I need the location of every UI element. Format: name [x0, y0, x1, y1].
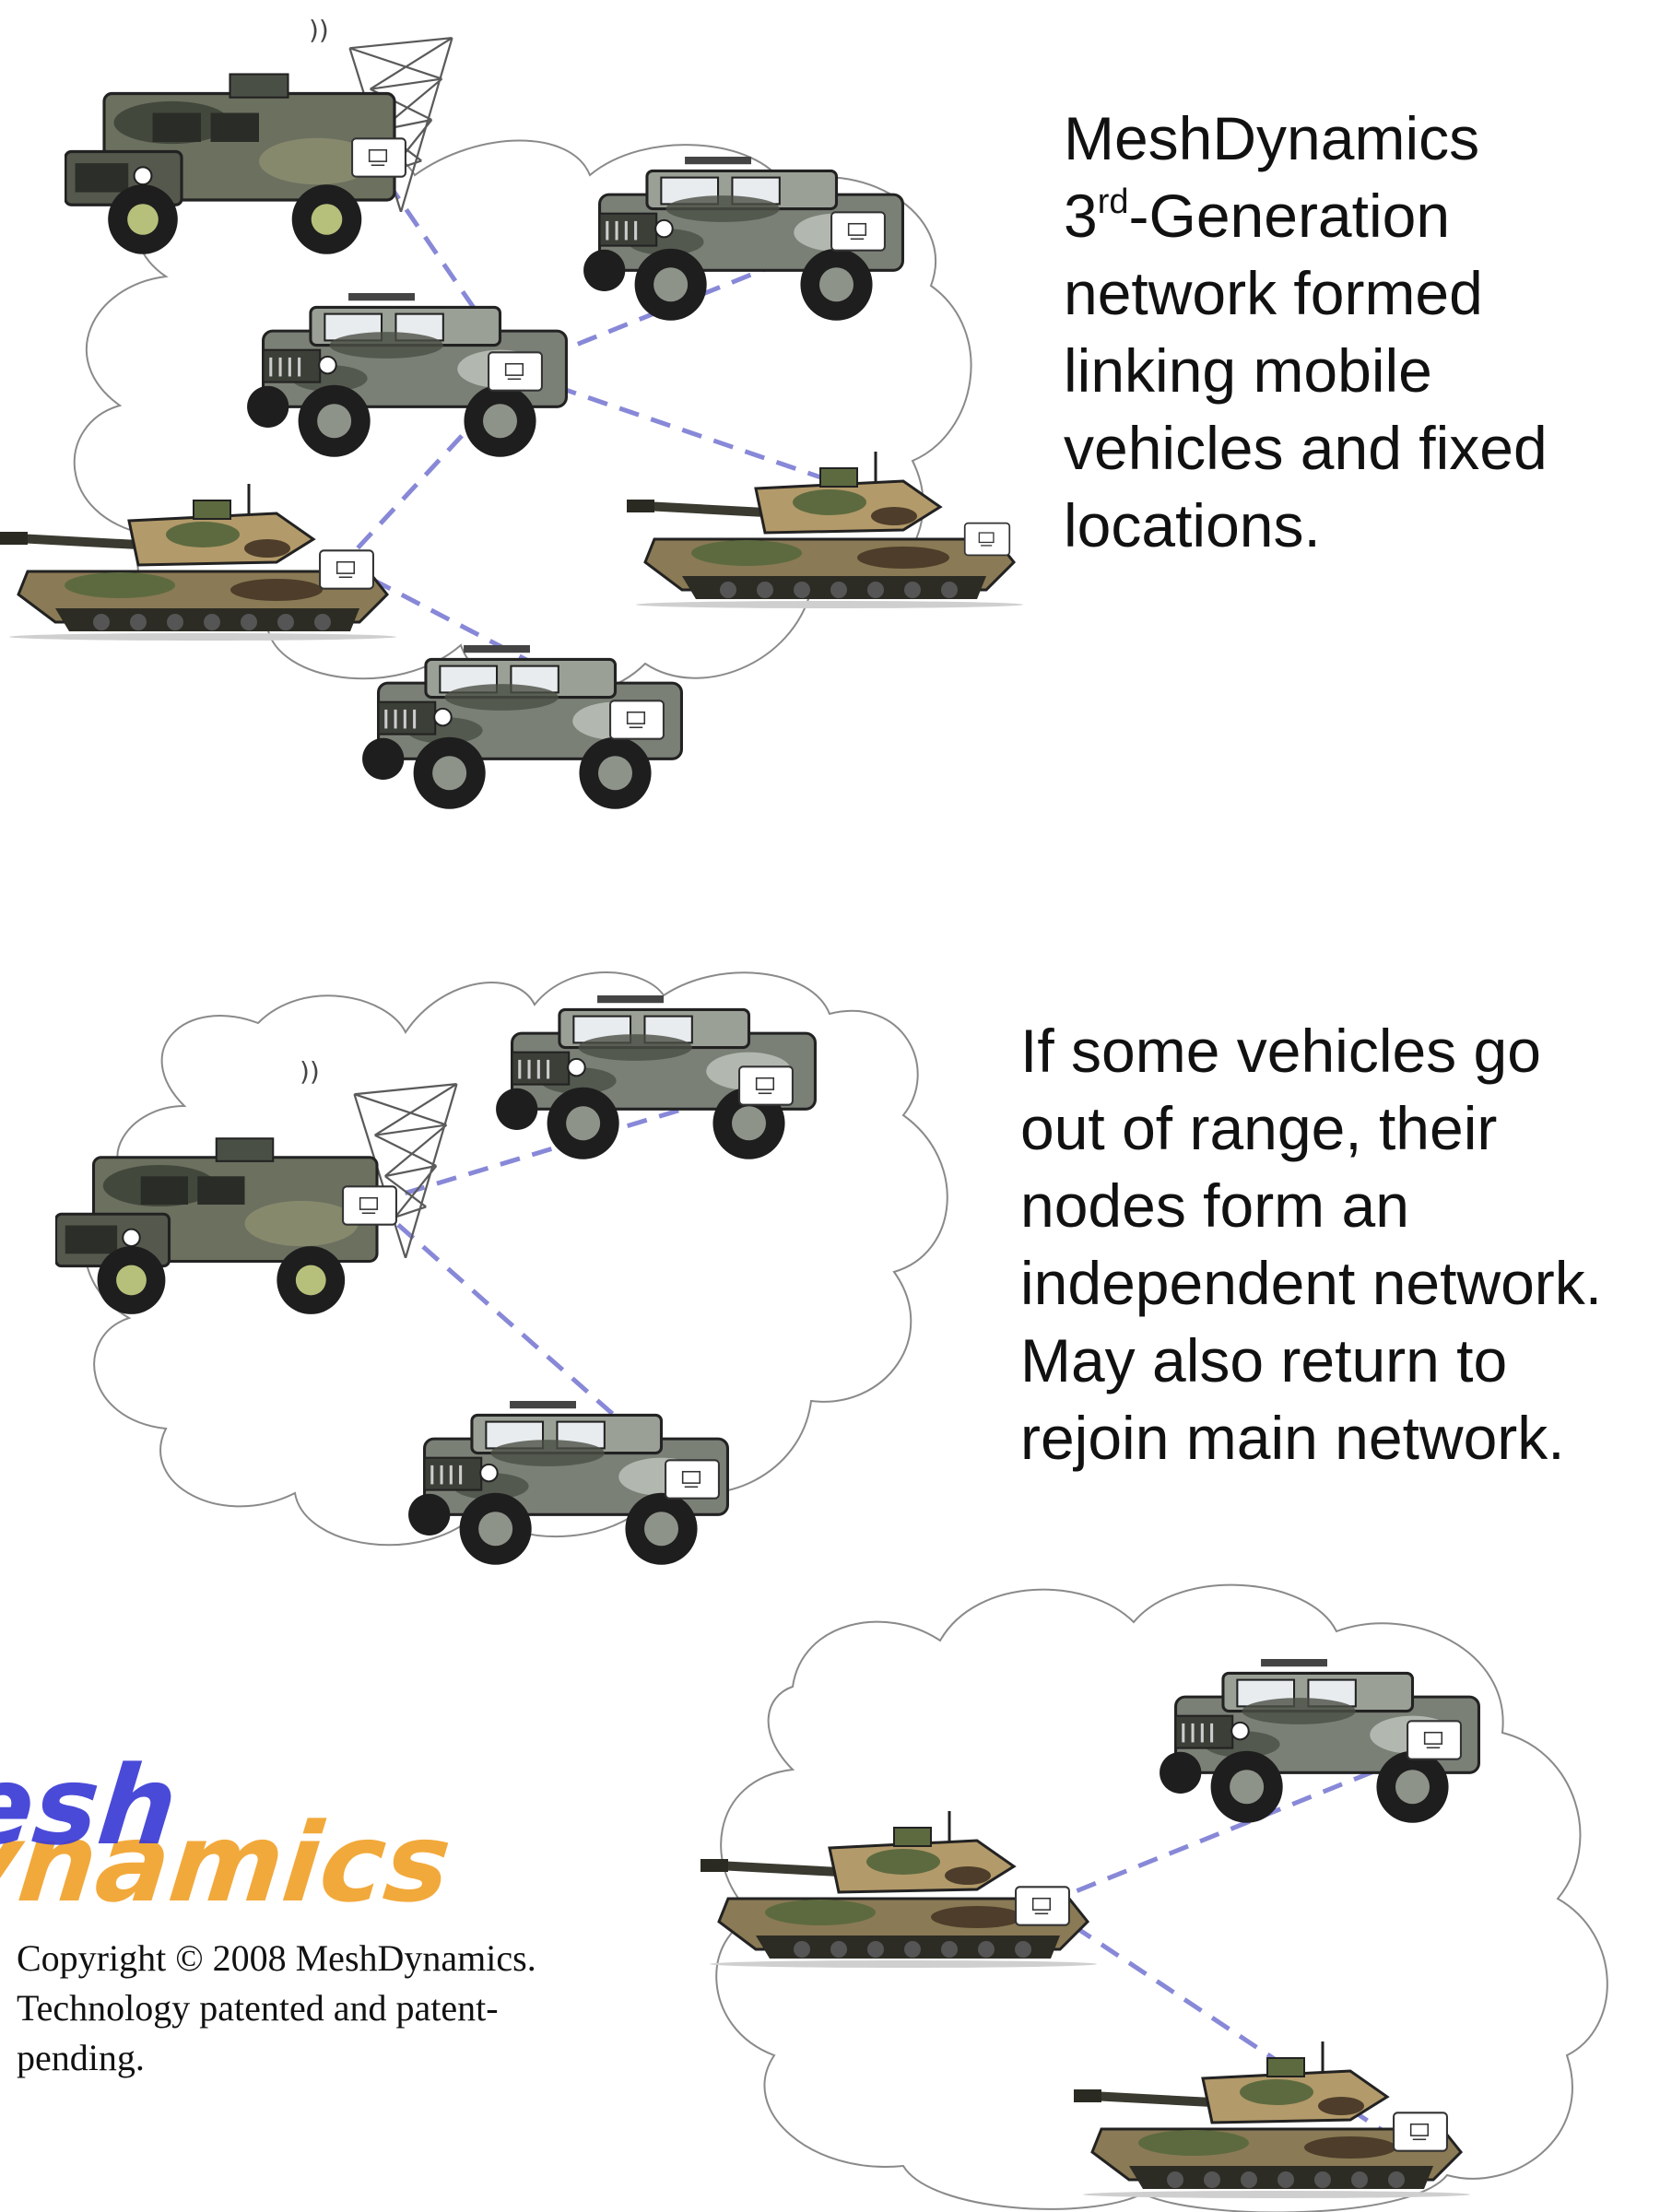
caption-line: MeshDynamics: [1064, 104, 1480, 172]
caption-line: rejoin main network.: [1020, 1404, 1565, 1472]
radio-node-icon: [738, 1065, 794, 1106]
caption-line: locations.: [1064, 491, 1321, 559]
scene-3-independent-network: [700, 1583, 1608, 2212]
caption-full-network: MeshDynamics 3rd-Generation network form…: [1064, 100, 1548, 564]
radio-node-icon: [963, 522, 1011, 557]
radio-node-icon: [319, 549, 374, 590]
cloud-outline: [84, 971, 948, 1547]
logo-word-dynamics: dynamics: [0, 1799, 456, 1926]
caption-line: independent network.: [1020, 1249, 1603, 1317]
copyright-notice: Copyright © 2008 MeshDynamics. Technolog…: [17, 1934, 536, 2083]
radio-node-icon: [830, 211, 886, 252]
scene-2-split-network: )): [55, 971, 948, 1567]
radio-node-icon: [665, 1459, 720, 1500]
command-vehicle-icon: [55, 1136, 379, 1316]
signal-icon: )): [309, 15, 329, 45]
caption-line: If some vehicles go: [1020, 1017, 1541, 1085]
command-vehicle-icon: [65, 72, 396, 256]
caption-line: vehicles and fixed: [1064, 414, 1548, 482]
radio-node-icon: [1015, 1886, 1070, 1926]
logo-word-mesh: mesh: [0, 1742, 183, 1869]
caption-split-network: If some vehicles go out of range, their …: [1020, 1012, 1602, 1477]
radio-node-icon: [351, 137, 406, 178]
radio-node-icon: [342, 1185, 397, 1226]
copyright-line: Technology patented and patent-: [17, 1987, 499, 2029]
radio-node-icon: [1393, 2112, 1448, 2152]
caption-line: 3rd-Generation: [1064, 182, 1451, 250]
radio-node-icon: [609, 700, 665, 740]
copyright-line: Copyright © 2008 MeshDynamics.: [17, 1937, 536, 1979]
cloud-outline: [715, 1583, 1608, 2212]
signal-icon: )): [300, 1056, 320, 1087]
caption-line: network formed: [1064, 259, 1483, 327]
caption-line: linking mobile: [1064, 336, 1432, 405]
radio-node-icon: [488, 351, 543, 392]
caption-line: May also return to: [1020, 1326, 1508, 1394]
copyright-line: pending.: [17, 2037, 145, 2078]
caption-line: out of range, their: [1020, 1094, 1498, 1162]
caption-line: nodes form an: [1020, 1171, 1409, 1240]
link-line: [524, 373, 849, 489]
meshdynamics-logo: dynamics mesh: [0, 1742, 456, 1926]
radio-node-icon: [1407, 1720, 1462, 1760]
tank-icon: [627, 452, 1023, 608]
scene-1-full-network: )): [0, 15, 1023, 811]
